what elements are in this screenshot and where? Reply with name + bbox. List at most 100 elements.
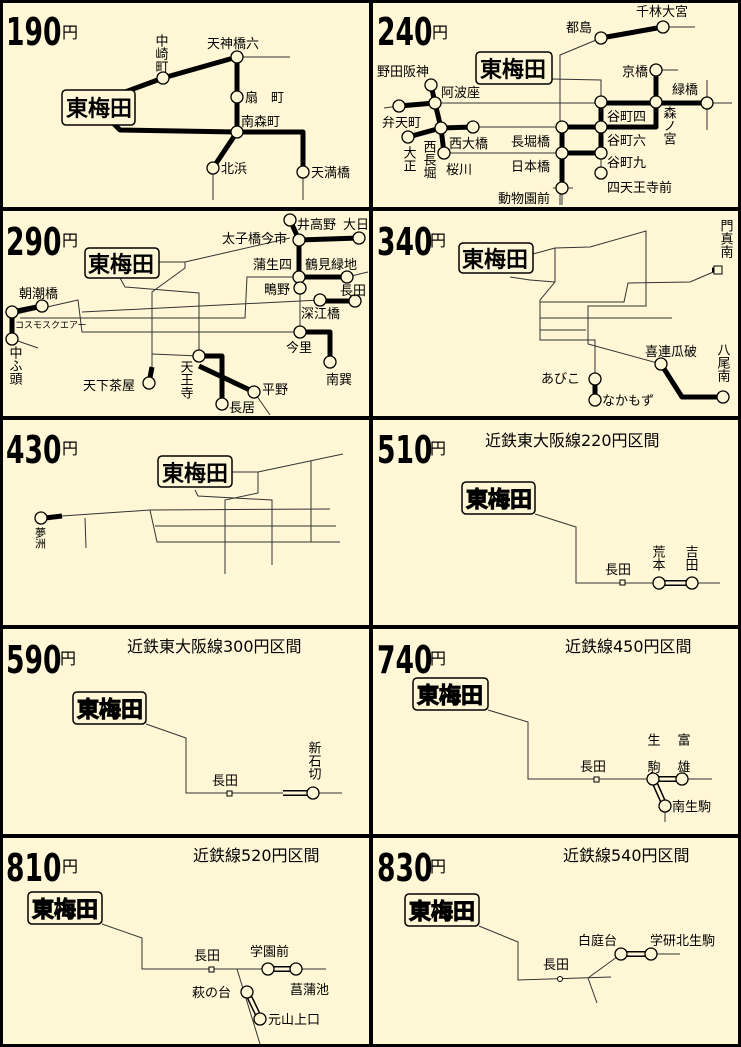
station-marker bbox=[401, 130, 415, 144]
yen-unit: 円 bbox=[62, 439, 78, 458]
station-label: 天王寺 bbox=[178, 360, 194, 399]
station-marker bbox=[340, 270, 354, 284]
rail-line bbox=[509, 276, 556, 283]
rail-line bbox=[145, 723, 342, 794]
station-marker bbox=[649, 63, 663, 77]
rail-line bbox=[587, 977, 598, 1004]
panel-background bbox=[373, 838, 738, 1044]
station-marker bbox=[594, 166, 608, 180]
station-label: 荒本 bbox=[650, 545, 666, 571]
station-marker bbox=[261, 962, 275, 976]
station-marker bbox=[646, 772, 660, 786]
station-label: 中崎町 bbox=[153, 34, 169, 73]
station-label: 長田 bbox=[212, 774, 238, 789]
station-marker bbox=[594, 146, 608, 160]
station-label: 太子橋今市 bbox=[222, 231, 287, 247]
origin-box-frame bbox=[72, 691, 147, 725]
station-label: 夢洲 bbox=[34, 527, 47, 549]
station-label: 門真南 bbox=[718, 219, 734, 258]
station-marker bbox=[296, 165, 310, 179]
fare: 240 bbox=[377, 10, 433, 54]
transfer-station-marker bbox=[226, 790, 233, 797]
station-marker bbox=[283, 213, 297, 227]
station-label: 西長堀 bbox=[421, 140, 437, 179]
station-marker bbox=[654, 357, 668, 371]
station-marker bbox=[230, 125, 244, 139]
station-label: 萩の台 bbox=[192, 986, 231, 1001]
rail-line bbox=[149, 509, 340, 543]
station-label: 北浜 bbox=[221, 162, 247, 177]
station-label: 中ふ頭 bbox=[7, 346, 23, 385]
yen-unit: 円 bbox=[430, 649, 446, 668]
station-marker bbox=[306, 786, 320, 800]
station-label: 桜川 bbox=[446, 163, 472, 178]
origin-box: 東梅田 bbox=[458, 242, 534, 274]
station-marker bbox=[35, 299, 49, 313]
station-label: 弁天町 bbox=[382, 116, 421, 131]
station-marker bbox=[348, 294, 362, 308]
yen-unit: 円 bbox=[62, 857, 78, 876]
station-marker bbox=[434, 121, 448, 135]
station-label: 菖蒲池 bbox=[290, 983, 329, 998]
rail-line bbox=[534, 513, 720, 584]
station-marker bbox=[424, 78, 438, 92]
origin-station-label: 東梅田 bbox=[88, 252, 154, 278]
fare: 740 bbox=[377, 638, 433, 682]
station-marker bbox=[253, 1012, 267, 1026]
station-marker bbox=[156, 71, 170, 85]
station-label: コスモスクエアー bbox=[15, 320, 86, 331]
station-label: なかもず bbox=[602, 394, 654, 409]
station-label: 平野 bbox=[262, 383, 288, 398]
fare-zone-route-line bbox=[199, 353, 225, 404]
station-label: 野田阪神 bbox=[377, 65, 429, 80]
station-label: 四天王寺前 bbox=[607, 180, 672, 196]
station-label: 天満橋 bbox=[311, 166, 350, 181]
yen-unit: 円 bbox=[430, 439, 446, 458]
station-label: 富雄 bbox=[675, 732, 691, 787]
origin-station-label: 東梅田 bbox=[66, 96, 132, 122]
station-marker bbox=[192, 349, 206, 363]
rail-line bbox=[20, 276, 299, 319]
origin-box-frame bbox=[404, 893, 480, 927]
origin-box-frame bbox=[412, 677, 489, 711]
station-marker bbox=[437, 146, 451, 160]
rail-line bbox=[539, 248, 596, 379]
yen-unit: 円 bbox=[60, 649, 76, 668]
station-label: 吉田 bbox=[683, 545, 699, 571]
panel-340: 340 円 東梅田 門真南 喜連瓜破 八尾南 あびこ なかもず bbox=[373, 211, 738, 416]
station-label: 森ノ宮 bbox=[661, 106, 677, 145]
rail-line bbox=[587, 953, 622, 979]
station-marker bbox=[230, 90, 244, 104]
panel-background bbox=[3, 211, 369, 416]
station-label: 学研北生駒 bbox=[650, 933, 715, 949]
panel-background bbox=[3, 629, 369, 834]
station-label: 長居 bbox=[229, 401, 255, 416]
transfer-station-marker bbox=[619, 579, 626, 586]
origin-box-frame bbox=[61, 89, 136, 126]
fare-zone-route-line bbox=[197, 363, 256, 395]
station-label: 今里 bbox=[286, 340, 312, 356]
rail-line bbox=[478, 925, 612, 981]
rail-line bbox=[84, 517, 87, 549]
panel-background bbox=[3, 420, 369, 625]
station-label: 阿波座 bbox=[441, 86, 480, 101]
station-marker bbox=[644, 947, 658, 961]
origin-box: 東梅田 bbox=[84, 247, 160, 279]
fare: 510 bbox=[377, 428, 433, 472]
station-marker bbox=[392, 99, 406, 113]
fare: 810 bbox=[6, 846, 62, 890]
fare: 190 bbox=[6, 10, 62, 54]
origin-box: 東梅田 bbox=[404, 893, 480, 927]
station-marker bbox=[557, 976, 563, 982]
station-label: 白庭台 bbox=[578, 933, 617, 949]
rail-line bbox=[194, 489, 273, 565]
station-label: 長田 bbox=[580, 760, 606, 775]
station-marker bbox=[685, 576, 699, 590]
station-label: 長堀橋 bbox=[511, 135, 550, 150]
yen-unit: 円 bbox=[62, 23, 78, 42]
origin-station-label: 東梅田 bbox=[32, 897, 98, 923]
station-marker bbox=[594, 31, 608, 45]
origin-box-frame bbox=[475, 51, 553, 85]
station-label: 長田 bbox=[340, 284, 366, 299]
station-label: 南生駒 bbox=[672, 799, 711, 815]
